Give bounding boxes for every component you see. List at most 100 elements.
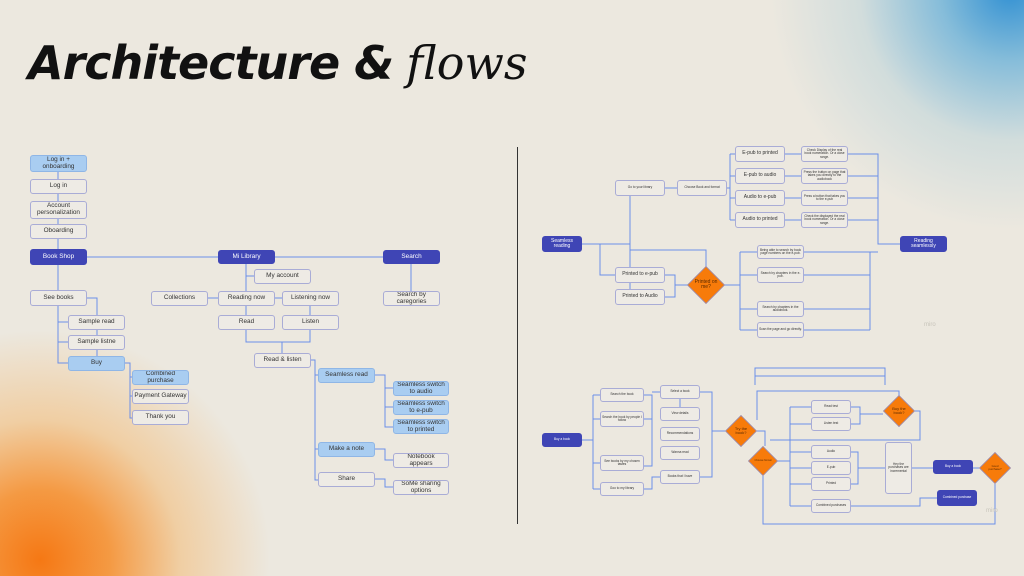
miro-watermark: miro (986, 508, 998, 514)
node-choose-book-format: Choose Book and format (677, 180, 727, 196)
section-divider (517, 147, 518, 524)
node-onboarding: Oboarding (30, 224, 87, 239)
node-sample-read: Sample read (68, 315, 125, 330)
node-thank-you: Thank you (132, 410, 189, 425)
node-mi-library: Mi Library (218, 250, 275, 264)
node-search-chapters-epub: Search by chapters in the e-pub. (757, 267, 804, 283)
node-see-by-tastes: See books by my chosen tastes (600, 455, 644, 471)
node-make-note: Make a note (318, 442, 375, 457)
decision-label: Try the book? (734, 425, 748, 435)
node-collections: Collections (151, 291, 208, 306)
decision-good-purchase: Good purchase? (979, 452, 1011, 484)
node-books-i-have: Books that I have (660, 470, 700, 484)
node-read: Read (218, 315, 275, 330)
node-audio-to-epub: Audio to e-pub (735, 190, 785, 206)
node-listen: Listen (282, 315, 339, 330)
connector-line (851, 497, 937, 507)
node-notebook-appears: Notebook appears (393, 453, 449, 468)
node-my-account: My account (254, 269, 311, 284)
node-note-epub-audio: Press the button on page that takes you … (801, 168, 848, 184)
node-epub-to-audio: E-pub to audio (735, 168, 785, 184)
connector-line (804, 251, 871, 330)
node-epub: E-pub (811, 461, 851, 475)
node-reading-now: Reading now (218, 291, 275, 306)
decision-label: Choose format (754, 458, 772, 462)
miro-watermark: miro (924, 322, 936, 328)
node-switch-audio: Seamless switch to audio (393, 381, 449, 396)
node-listening-now: Listening now (282, 291, 339, 306)
node-search-the-book: Search the book (600, 388, 644, 402)
node-note-audio-epub: Press a button that takes you to the e-p… (801, 190, 848, 206)
node-scan-page: Scan the page and go directly. (757, 322, 804, 338)
connector-line (851, 406, 861, 425)
node-login-onboarding: Log in + onboarding (30, 155, 87, 172)
connector-line (630, 249, 707, 268)
node-some-sharing: SoMe sharing options (393, 480, 449, 495)
decision-choose-format: Choose format (748, 446, 778, 476)
decision-label: Printed on me? (694, 278, 718, 290)
node-account-personalization: Account personalization (30, 201, 87, 219)
node-combined-purchase: Combined purchase (132, 370, 189, 385)
node-audio: Audio (811, 445, 851, 459)
node-seamless-reading: Seamless reading (542, 236, 582, 252)
node-search-by-categories: Search by caregories (383, 291, 440, 306)
node-search-chapters-audio: Search by chapters in the audiobook. (757, 301, 804, 317)
node-buy-a-book: Buy a book (542, 433, 582, 447)
title-part-1: Architecture & (28, 36, 394, 90)
connector-line (57, 306, 68, 364)
node-read-test: Read test (811, 400, 851, 414)
connector-line (125, 362, 132, 419)
connector-line (762, 476, 996, 525)
node-recommendations: Recommendations (660, 427, 700, 441)
node-printed-to-epub: Printed to e-pub (615, 267, 665, 283)
node-combined-purchase-final: Combined purchase (937, 490, 977, 506)
node-login: Log in (30, 179, 87, 194)
decision-label: Good purchase? (988, 464, 1002, 471)
connector-line (770, 410, 921, 441)
connector-line (582, 243, 615, 276)
node-view-details: View details (660, 407, 700, 421)
node-epub-to-printed: E-pub to printed (735, 146, 785, 162)
connector-line (700, 391, 713, 478)
node-go-to-library: Goo to my library (600, 482, 644, 496)
node-select-book: Select a book (660, 385, 700, 399)
decision-buy-the-book: Buy the book? (883, 395, 915, 427)
connector-line (644, 394, 653, 467)
connector-line (851, 451, 859, 485)
connector-line (644, 476, 660, 490)
node-sample-listen: Sample listne (68, 335, 125, 350)
node-buy-a-book-final: Buy a book (933, 460, 973, 474)
node-note-epub-printed: Check Display of the real book numeratio… (801, 146, 848, 162)
connector-line (848, 153, 900, 245)
node-switch-epub: Seamless switch to e-pub (393, 400, 449, 415)
node-audio-to-printed: Audio to printed (735, 212, 785, 228)
node-combined-purchases: Combined purchases (811, 499, 851, 513)
node-switch-printed: Seamless switch to printed (393, 419, 449, 434)
node-printed: Printed (811, 477, 851, 491)
connector-line (245, 330, 311, 343)
title-part-2: flows (406, 36, 528, 90)
node-search: Search (383, 250, 440, 264)
node-note-audio-printed: Check the displayed the real book numera… (801, 212, 848, 228)
node-share: Share (318, 472, 375, 487)
connector-line (375, 478, 393, 488)
node-seamless-read: Seamless read (318, 368, 375, 383)
node-wanna-read: Wanna read (660, 446, 700, 460)
node-search-by-people: Search the book by people I follow (600, 411, 644, 427)
node-listen-test: Listen test (811, 417, 851, 431)
node-printed-to-audio: Printed to Audio (615, 289, 665, 305)
node-go-to-library: Go to your library (615, 180, 665, 196)
node-book-shop: Book Shop (30, 249, 87, 265)
connector-line (757, 430, 766, 446)
decision-try-book: Try the book? (725, 415, 757, 447)
node-see-books: See books (30, 290, 87, 306)
connector-line (311, 359, 318, 481)
node-payment-gateway: Payment Gateway (132, 389, 189, 404)
node-reading-seamlessly: Reading seamlessly (900, 236, 947, 252)
node-incremental: Hey the purchases are incremental (885, 442, 912, 494)
decision-label: Buy the book? (892, 405, 906, 415)
node-search-page-numbers: Being able to search by book page number… (757, 245, 804, 259)
connector-line (375, 448, 393, 461)
connector-line (665, 274, 676, 298)
